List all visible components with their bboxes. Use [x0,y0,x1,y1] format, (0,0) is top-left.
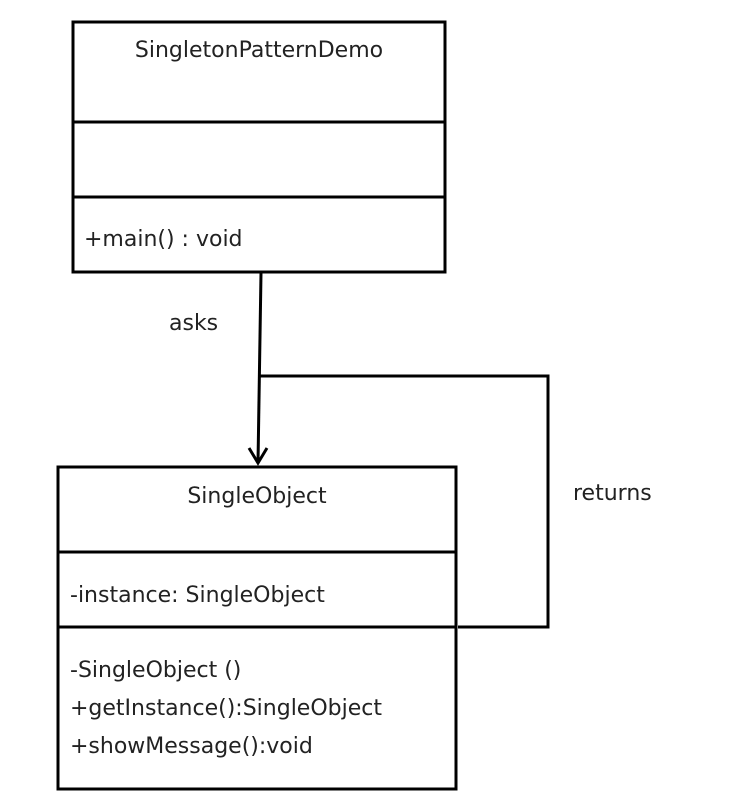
asks-arrow-line [256,272,263,464]
class-singleton-pattern-demo: SingletonPatternDemo +main() : void [71,20,447,274]
single-attribute-instance: -instance: SingleObject [70,583,325,608]
single-method-show-message: +showMessage():void [70,734,313,759]
class-single-object: SingleObject -instance: SingleObject -Si… [56,465,458,791]
class-box-demo [71,20,447,274]
asks-relation: asks [169,272,269,466]
demo-method-main: +main() : void [84,227,243,252]
demo-class-name: SingletonPatternDemo [135,38,383,63]
returns-connector-line [259,374,550,629]
returns-label: returns [573,481,652,506]
single-method-get-instance: +getInstance():SingleObject [70,696,382,721]
asks-label: asks [169,311,218,336]
single-class-name: SingleObject [187,484,327,509]
returns-relation: returns [259,374,652,629]
asks-arrowhead-icon [247,447,269,466]
single-method-constructor: -SingleObject () [70,658,241,683]
